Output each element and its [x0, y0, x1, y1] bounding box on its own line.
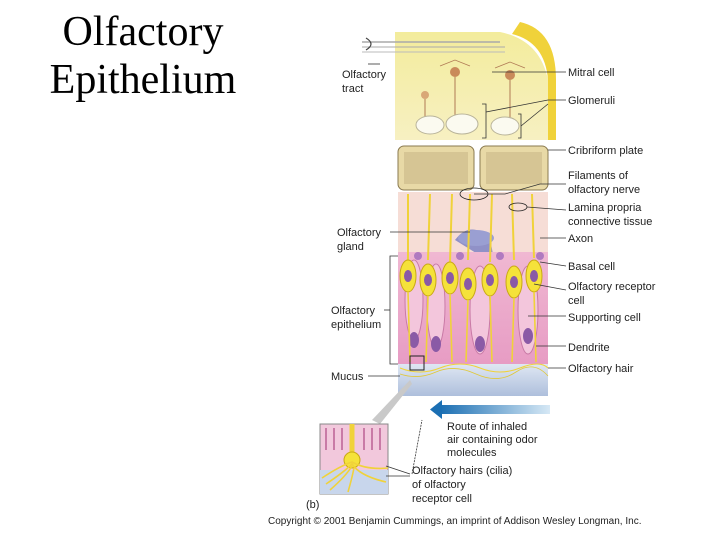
- page-title: Olfactory Epithelium: [28, 8, 258, 104]
- label-cilia-1: Olfactory hairs (cilia): [412, 465, 512, 477]
- inset-detail: [319, 423, 389, 495]
- label-mucus: Mucus: [331, 371, 364, 383]
- detail-box: [409, 355, 425, 371]
- label-olfactory-epithelium-1: Olfactory: [331, 305, 376, 317]
- label-olfactory-epithelium-2: epithelium: [331, 319, 381, 331]
- label-olfactory-gland-2: gland: [337, 241, 364, 253]
- mitral-cell-body: [505, 70, 515, 80]
- olfactory-receptor-cells: [399, 193, 543, 363]
- label-route-3: molecules: [447, 447, 497, 459]
- glomeruli: [415, 113, 520, 136]
- label-basal-cell: Basal cell: [568, 261, 615, 273]
- label-lamina-propria-2: connective tissue: [568, 216, 652, 228]
- label-axon: Axon: [568, 233, 593, 245]
- label-cilia-2: of olfactory: [412, 479, 466, 491]
- cribriform-plate: [397, 145, 549, 191]
- label-lamina-propria-1: Lamina propria: [568, 202, 642, 214]
- panel-label: (b): [306, 499, 319, 511]
- label-olfactory-hair: Olfactory hair: [568, 363, 634, 375]
- label-receptor-cell-1: Olfactory receptor: [568, 281, 656, 293]
- copyright-notice: Copyright © 2001 Benjamin Cummings, an i…: [268, 516, 642, 527]
- label-dendrite: Dendrite: [568, 342, 610, 354]
- label-route-2: air containing odor: [447, 434, 538, 446]
- label-route-1: Route of inhaled: [447, 421, 527, 433]
- label-mitral-cell: Mitral cell: [568, 67, 614, 79]
- label-olfactory-tract-2: tract: [342, 83, 363, 95]
- label-filaments-2: olfactory nerve: [568, 184, 640, 196]
- basal-cells: [414, 252, 544, 260]
- air-route-arrow: [430, 400, 550, 419]
- mucus-layer: [398, 363, 549, 396]
- label-glomeruli: Glomeruli: [568, 95, 615, 107]
- label-cribriform-plate: Cribriform plate: [568, 145, 643, 157]
- label-olfactory-tract-1: Olfactory: [342, 69, 387, 81]
- mitral-cell-body: [450, 67, 460, 77]
- label-filaments-1: Filaments of: [568, 170, 629, 182]
- label-supporting-cell: Supporting cell: [568, 312, 641, 324]
- label-cilia-3: receptor cell: [412, 493, 472, 505]
- title-line-2: Epithelium: [49, 57, 237, 103]
- label-receptor-cell-2: cell: [568, 295, 585, 307]
- olfactory-bulb: [362, 22, 556, 140]
- magnification-connector: [372, 380, 412, 424]
- label-olfactory-gland-1: Olfactory: [337, 227, 382, 239]
- title-line-1: Olfactory: [62, 9, 224, 55]
